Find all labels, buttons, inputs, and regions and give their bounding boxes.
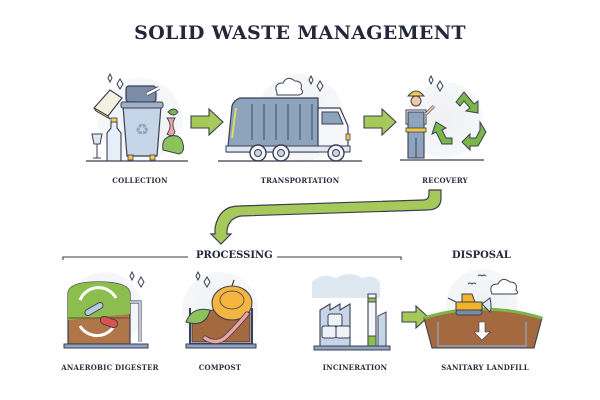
flow-arrow-collection-to-transport (190, 107, 224, 137)
incinerator-icon (312, 274, 391, 351)
worker-recycling-icon (400, 74, 487, 161)
landfill-icon (423, 269, 543, 349)
section-processing: PROCESSING (192, 250, 277, 261)
compost-icon (182, 270, 258, 349)
flow-arrow-transport-to-recovery (363, 107, 397, 137)
digester-icon (63, 270, 149, 349)
label-compost: COMPOST (198, 363, 242, 372)
label-sanitary-landfill: SANITARY LANDFILL (441, 363, 529, 372)
label-collection: COLLECTION (112, 176, 168, 185)
waste-bin-icon: ♻ (86, 72, 188, 162)
garbage-truck-icon (218, 74, 362, 162)
label-anaerobic-digester: ANAEROBIC DIGESTER (61, 363, 159, 372)
label-transportation: TRANSPORTATION (260, 176, 340, 185)
svg-text:♻: ♻ (135, 120, 149, 139)
label-incineration: INCINERATION (322, 363, 388, 372)
flow-arrow-recovery-to-processing (209, 189, 442, 245)
diagram-title: SOLID WASTE MANAGEMENT (134, 22, 466, 44)
section-disposal: DISPOSAL (448, 250, 515, 261)
label-recovery: RECOVERY (422, 176, 468, 185)
flow-arrow-incineration-to-landfill (401, 304, 429, 330)
processing-bracket (62, 256, 402, 260)
